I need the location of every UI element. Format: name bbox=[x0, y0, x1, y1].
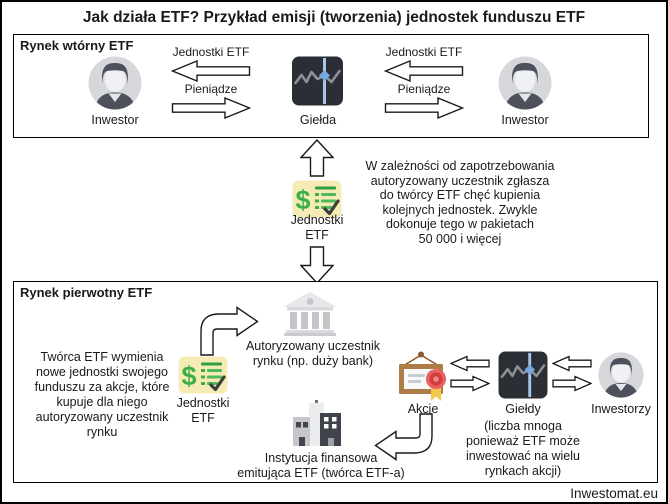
investor-right-label: Inwestor bbox=[501, 113, 549, 127]
stock-chart-icon bbox=[291, 56, 344, 106]
investor-left-label: Inwestor bbox=[91, 113, 139, 127]
flow-left-money-label: Pieniądze bbox=[184, 82, 238, 96]
city-buildings-icon bbox=[291, 400, 343, 446]
flow-right-units-label: Jednostki ETF bbox=[385, 45, 463, 59]
block-arrow-up-icon bbox=[300, 139, 334, 177]
primary-market-box-label: Rynek pierwotny ETF bbox=[20, 285, 153, 300]
primary-units-label: Jednostki ETF bbox=[176, 396, 230, 425]
small-arrow-left-icon bbox=[450, 355, 490, 372]
page-title: Jak działa ETF? Przykład emisji (tworzen… bbox=[82, 9, 586, 26]
creator-description-text: Twórca ETF wymienia nowe jednostki swoje… bbox=[34, 350, 170, 439]
curved-arrow-down-left-icon bbox=[371, 413, 435, 461]
secondary-market-box-label: Rynek wtórny ETF bbox=[20, 38, 134, 53]
secondary-market-box: Rynek wtórny ETF Inwestor Jednostki ETF … bbox=[13, 34, 649, 138]
block-arrow-down-icon bbox=[300, 246, 334, 284]
exchanges-note-text: (liczba mnoga ponieważ ETF może inwestow… bbox=[466, 419, 580, 478]
flow-right-money-label: Pieniądze bbox=[397, 82, 451, 96]
person-avatar-icon bbox=[498, 56, 552, 110]
shares-label: Akcje bbox=[407, 402, 439, 416]
small-arrow-right-icon bbox=[552, 375, 592, 392]
small-arrow-left-icon bbox=[552, 355, 592, 372]
creation-note-text: W zależności od zapotrzebowania autoryzo… bbox=[365, 159, 555, 246]
block-arrow-right-icon bbox=[171, 97, 251, 119]
block-arrow-right-icon bbox=[384, 97, 464, 119]
exchanges-label: Giełdy bbox=[505, 402, 541, 416]
block-arrow-left-icon bbox=[171, 60, 251, 82]
investors-label: Inwestorzy bbox=[591, 402, 651, 416]
share-certificate-icon bbox=[395, 351, 451, 403]
person-avatar-icon bbox=[598, 352, 644, 398]
watermark-text: Inwestomat.eu bbox=[570, 486, 658, 501]
person-avatar-icon bbox=[88, 56, 142, 110]
block-arrow-left-icon bbox=[384, 60, 464, 82]
flow-left-units-label: Jednostki ETF bbox=[172, 45, 250, 59]
exchange-label: Giełda bbox=[299, 113, 337, 127]
bank-building-icon bbox=[282, 292, 338, 336]
money-document-icon bbox=[178, 356, 228, 394]
issuer-label: Instytucja finansowa emitująca ETF (twór… bbox=[237, 451, 405, 480]
transfer-units-label: Jednostki ETF bbox=[290, 213, 344, 242]
primary-market-box: Rynek pierwotny ETF Twórca ETF wymienia … bbox=[13, 281, 658, 483]
authorized-participant-label: Autoryzowany uczestnik rynku (np. duży b… bbox=[245, 339, 381, 368]
small-arrow-right-icon bbox=[450, 375, 490, 392]
stock-chart-icon bbox=[498, 351, 548, 399]
